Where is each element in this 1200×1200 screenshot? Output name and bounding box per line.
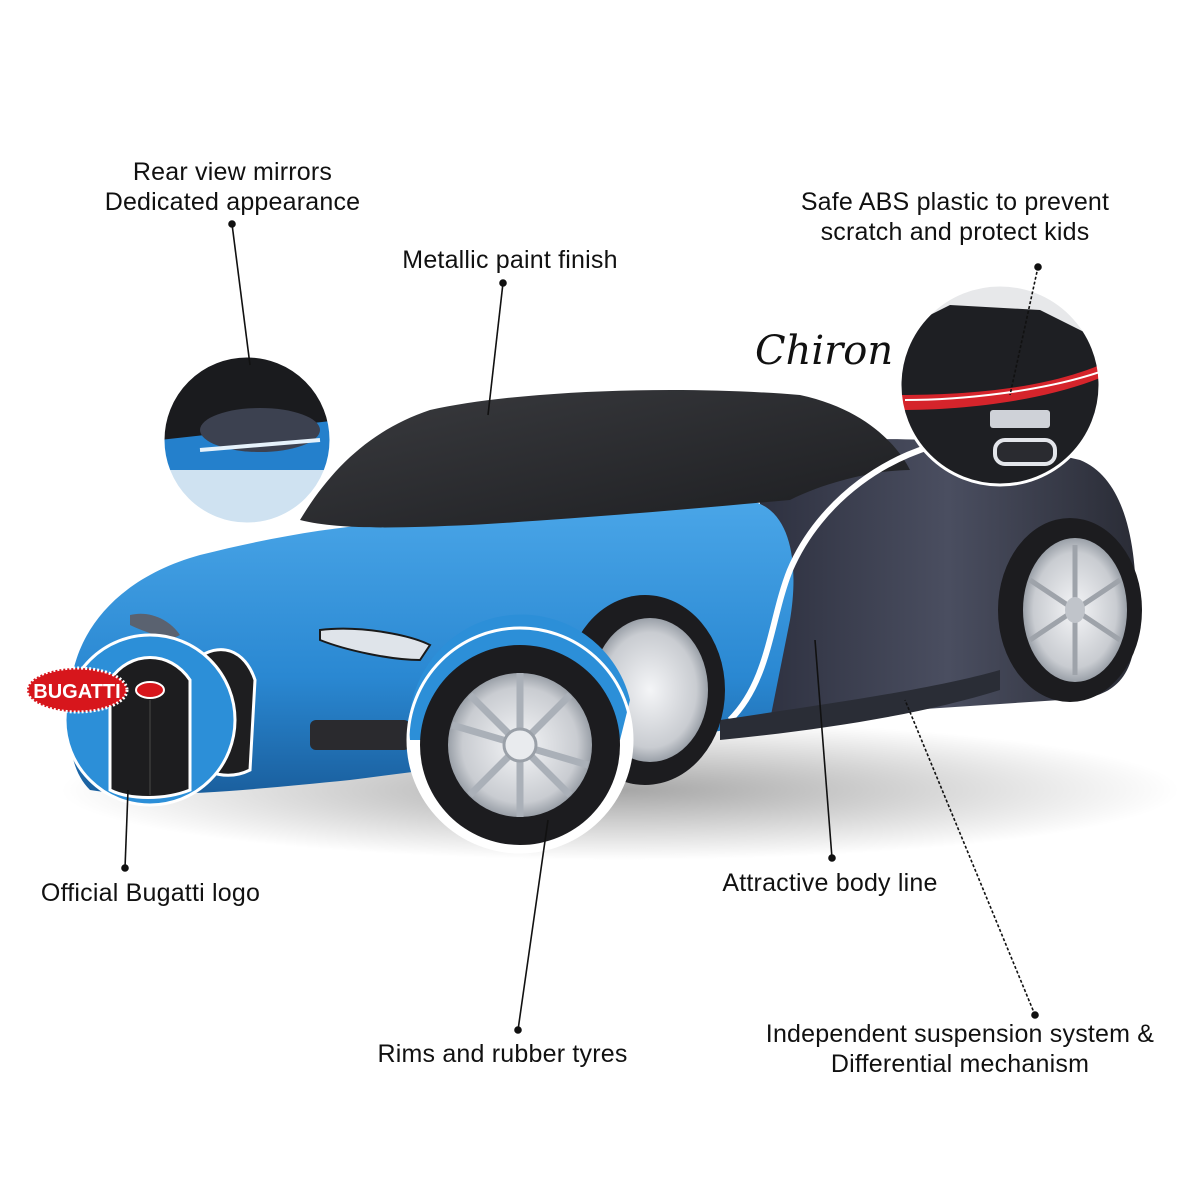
inset-wheel	[406, 614, 634, 854]
side-skirt	[720, 670, 1000, 740]
callout-rims-line1: Rims and rubber tyres	[377, 1040, 628, 1068]
chiron-script-logo: Chiron	[755, 328, 894, 374]
callout-abs: Safe ABS plastic to prevent scratch and …	[780, 187, 1130, 247]
callout-mirrors-line1: Rear view mirrors	[132, 158, 333, 186]
lower-grille	[310, 720, 410, 750]
headlight-left	[130, 613, 180, 640]
svg-text:BUGATTI: BUGATTI	[33, 681, 120, 703]
inset-mirror	[161, 354, 333, 526]
callout-abs-line2: scratch and protect kids	[820, 218, 1090, 246]
leader-lines	[121, 220, 1042, 1034]
rear-wheel	[998, 518, 1142, 702]
callout-body-line: Attractive body line	[705, 868, 955, 898]
callout-logo-line1: Official Bugatti logo	[40, 879, 261, 907]
callout-abs-line1: Safe ABS plastic to prevent	[800, 188, 1110, 216]
callout-paint: Metallic paint finish	[390, 245, 630, 275]
callout-logo: Official Bugatti logo	[28, 878, 273, 908]
inset-rear	[898, 283, 1102, 487]
bugatti-badge: BUGATTI	[25, 666, 129, 714]
roof	[300, 390, 910, 528]
inset-grille	[63, 633, 237, 807]
callout-suspension: Independent suspension system & Differen…	[740, 1019, 1180, 1079]
callout-rims: Rims and rubber tyres	[360, 1039, 645, 1069]
callout-suspension-line1: Independent suspension system &	[765, 1020, 1155, 1048]
callout-suspension-line2: Differential mechanism	[830, 1050, 1090, 1078]
callout-mirrors-line2: Dedicated appearance	[104, 188, 361, 216]
callout-body-line-line1: Attractive body line	[722, 869, 938, 897]
headlight	[319, 627, 432, 662]
callout-paint-line1: Metallic paint finish	[402, 246, 618, 274]
body-line-curve	[727, 437, 961, 723]
callout-mirrors: Rear view mirrors Dedicated appearance	[90, 157, 375, 217]
